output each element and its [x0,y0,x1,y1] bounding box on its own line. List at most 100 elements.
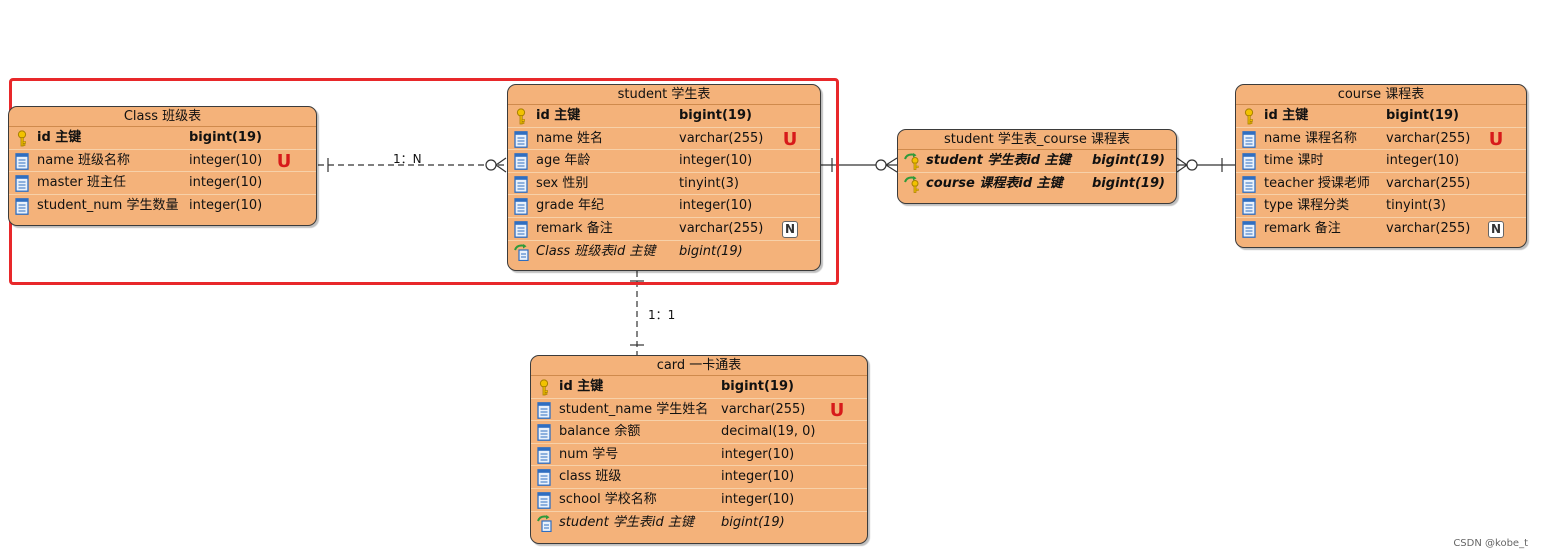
table-row[interactable]: name 姓名 varchar(255) U [508,128,820,151]
column-icon [1242,198,1256,216]
unique-constraint-icon: U [782,128,798,150]
field-name: id 主键 [559,379,604,394]
table-row[interactable]: id 主键 bigint(19) [1236,105,1526,128]
field-type: bigint(19) [1386,108,1459,123]
connector-class-student[interactable] [318,157,507,173]
field-name: remark 备注 [536,220,613,236]
entity-title: card 一卡通表 [531,356,867,376]
table-row[interactable]: student_num 学生数量 integer(10) [9,195,316,218]
field-type: integer(10) [1386,153,1460,169]
table-row[interactable]: class 班级 integer(10) [531,466,867,489]
primary-foreign-key-icon [904,153,922,170]
table-row[interactable]: Class 班级表id 主键 bigint(19) [508,241,820,264]
foreign-key-icon [537,514,553,532]
nullable-icon: N [1488,220,1504,238]
field-name: master 班主任 [37,175,126,191]
table-row[interactable]: student_name 学生姓名 varchar(255) U [531,399,867,422]
field-name: class 班级 [559,469,622,485]
table-row[interactable]: remark 备注 varchar(255) N [508,218,820,241]
primary-key-icon [537,379,551,396]
field-type: integer(10) [189,152,263,168]
table-row[interactable]: id 主键 bigint(19) [508,105,820,128]
relationship-label-class-student: 1：N [393,152,422,166]
field-type: varchar(255) [1386,175,1471,191]
field-type: bigint(19) [679,108,752,123]
primary-key-icon [1242,108,1256,125]
primary-key-icon [514,108,528,125]
field-name: id 主键 [536,108,581,123]
column-icon [1242,221,1256,238]
field-type: bigint(19) [721,514,785,530]
field-type: integer(10) [721,491,795,507]
table-row[interactable]: id 主键 bigint(19) [9,127,316,150]
column-icon [537,401,551,419]
field-type: varchar(255) [1386,130,1471,146]
connector-student-card[interactable] [630,271,644,355]
column-icon [514,130,528,148]
entity-card[interactable]: card 一卡通表 id 主键 bigint(19) student_name 学生姓… [530,355,868,544]
entity-student[interactable]: student 学生表 id 主键 bigint(19) name 姓名 varchar… [507,84,821,271]
table-row[interactable]: id 主键 bigint(19) [531,376,867,399]
field-type: integer(10) [721,469,795,485]
entity-title: student 学生表 [508,85,820,105]
field-type: bigint(19) [721,379,794,394]
field-type: integer(10) [721,446,795,462]
table-row[interactable]: time 课时 integer(10) [1236,150,1526,173]
field-name: grade 年纪 [536,198,604,214]
connector-student-studentcourse[interactable] [821,157,898,173]
field-name: course 课程表id 主键 [926,175,1063,191]
table-row[interactable]: student 学生表id 主键 bigint(19) [898,150,1176,173]
column-icon [15,197,29,215]
column-icon [537,469,551,487]
field-name: sex 性别 [536,175,589,191]
field-name: time 课时 [1264,153,1324,169]
field-type: decimal(19, 0) [721,424,816,440]
field-name: student_num 学生数量 [37,197,179,213]
field-type: varchar(255) [679,130,764,146]
unique-constraint-icon: U [1488,128,1504,150]
field-type: varchar(255) [1386,220,1471,236]
field-type: bigint(19) [1092,175,1165,191]
field-type: bigint(19) [1092,153,1165,168]
field-type: varchar(255) [679,220,764,236]
column-icon [537,446,551,464]
field-name: teacher 授课老师 [1264,175,1370,191]
primary-foreign-key-icon [904,175,922,193]
unique-constraint-icon: U [829,399,845,421]
field-name: id 主键 [37,130,82,145]
field-name: name 课程名称 [1264,130,1357,146]
column-icon [1242,153,1256,171]
field-name: student_name 学生姓名 [559,401,709,417]
table-row[interactable]: name 课程名称 varchar(255) U [1236,128,1526,151]
field-type: integer(10) [189,197,263,213]
field-name: id 主键 [1264,108,1309,123]
field-name: student 学生表id 主键 [559,514,694,530]
nullable-icon: N [782,220,798,238]
field-name: Class 班级表id 主键 [536,243,656,259]
connector-studentcourse-course[interactable] [1176,157,1235,173]
table-row[interactable]: master 班主任 integer(10) [9,172,316,195]
field-type: integer(10) [189,175,263,191]
field-name: student 学生表id 主键 [926,153,1071,168]
table-row[interactable]: student 学生表id 主键 bigint(19) [531,512,867,535]
table-row[interactable]: course 课程表id 主键 bigint(19) [898,173,1176,196]
field-type: bigint(19) [679,243,743,259]
field-name: name 姓名 [536,130,603,146]
table-row[interactable]: teacher 授课老师 varchar(255) [1236,173,1526,196]
field-type: bigint(19) [189,130,262,145]
field-type: varchar(255) [721,401,806,417]
